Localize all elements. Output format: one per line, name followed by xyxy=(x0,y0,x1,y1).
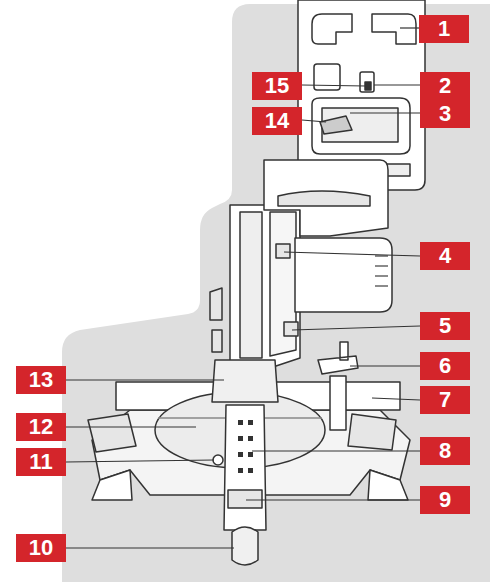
callout-number: 13 xyxy=(16,366,66,394)
callout-number: 14 xyxy=(252,107,302,135)
callout-number: 11 xyxy=(16,448,66,476)
clamp xyxy=(318,342,358,430)
blade-guard xyxy=(230,205,300,372)
motor xyxy=(295,238,392,312)
extension-arm xyxy=(224,405,266,530)
lock-knob xyxy=(232,527,258,565)
callout-number: 5 xyxy=(420,312,470,340)
callout-number: 2 xyxy=(420,72,470,100)
callout-number: 3 xyxy=(420,100,470,128)
handle xyxy=(264,160,388,236)
callout-number: 15 xyxy=(252,72,302,100)
callout-number: 7 xyxy=(420,386,470,414)
callout-number: 8 xyxy=(420,437,470,465)
callout-number: 9 xyxy=(420,486,470,514)
background-silhouette xyxy=(62,4,490,582)
callout-number: 6 xyxy=(420,352,470,380)
callout-number: 12 xyxy=(16,413,66,441)
callout-number: 1 xyxy=(419,15,469,43)
leader-lines xyxy=(66,28,420,548)
callout-number: 10 xyxy=(16,534,66,562)
saw-body xyxy=(88,160,410,565)
callout-number: 4 xyxy=(420,242,470,270)
